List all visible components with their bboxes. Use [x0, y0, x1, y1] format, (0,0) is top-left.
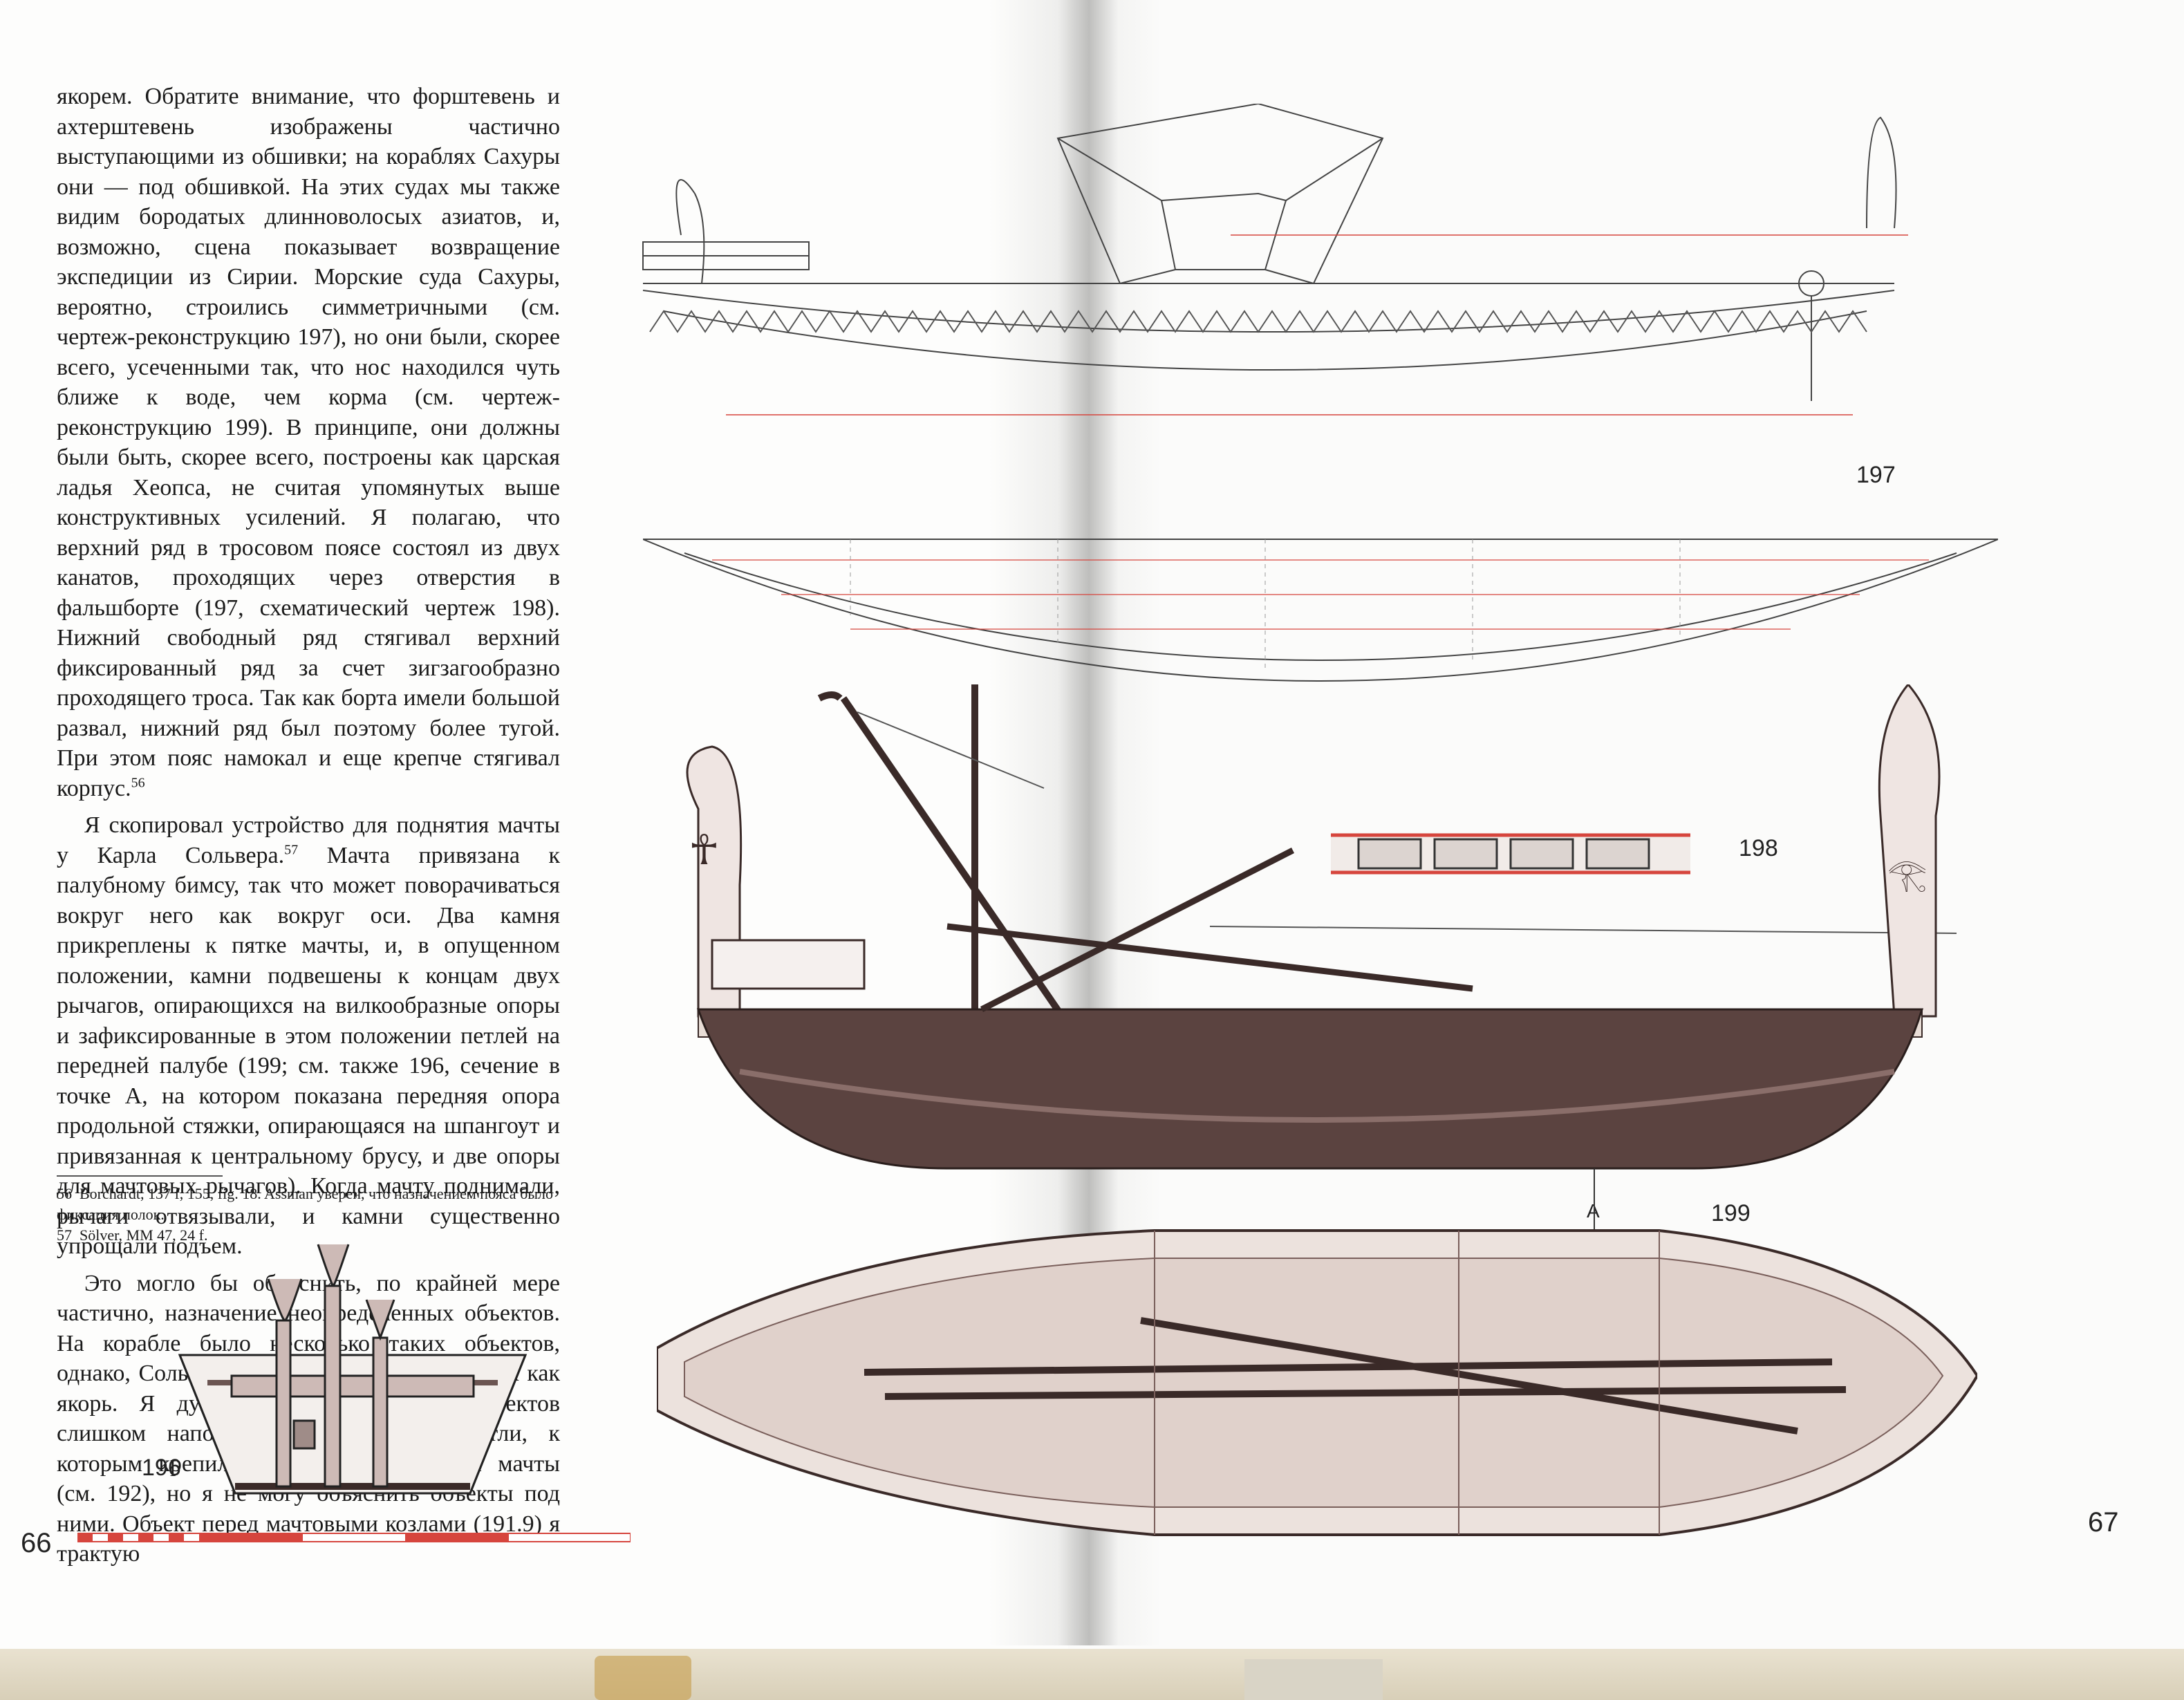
figure-199-plan-view: [657, 1229, 1977, 1536]
page-ruler: [77, 1533, 631, 1542]
footnote-divider: [57, 1175, 223, 1177]
paragraph: якорем. Обратите внимание, что форштевен…: [57, 82, 560, 803]
ankh-icon: ☥: [689, 827, 720, 873]
scan-edge-artifact: [595, 1656, 691, 1700]
scan-bottom-edge: [0, 1649, 2184, 1700]
figure-label-196: 196: [142, 1455, 181, 1481]
paragraph: Я скопировал устройство для поднятия мач…: [57, 810, 560, 1262]
scan-edge-artifact: [1244, 1659, 1383, 1700]
figure-label-198: 198: [1739, 835, 1778, 861]
figure-label-199: 199: [1711, 1200, 1751, 1226]
footnote-ref: 56: [131, 775, 145, 791]
page-number-left: 66: [21, 1528, 52, 1558]
footnotes: 56 Borchardt, 137 f, 155, fig. 18. Assma…: [57, 1184, 560, 1246]
section-marker-a: A: [1587, 1200, 1600, 1222]
figure-197-plan-view: [643, 539, 1998, 682]
figure-196-cross-section: [178, 1244, 528, 1495]
page-number-right: 67: [2088, 1507, 2119, 1538]
footnote-text: Borchardt, 137 f, 155, fig. 18. Assman у…: [57, 1185, 554, 1223]
paragraph-text-continued: Мачта привязана к палубному бимсу, так ч…: [57, 842, 561, 1260]
figure-199-side-view: ☥ 𓂀: [686, 684, 1957, 1170]
figure-198-rope-detail: [1331, 833, 1690, 875]
section-line-a: [1594, 1168, 1595, 1258]
footnote-number: 57: [57, 1226, 72, 1244]
footnote-ref: 57: [284, 842, 299, 858]
paragraph-text: якорем. Обратите внимание, что форштевен…: [57, 84, 560, 801]
figure-197-side-elevation: [642, 104, 1908, 415]
paragraph-text: Я скопировал устройство для поднятия мач…: [57, 812, 560, 868]
footnote-text: Sölver, MM 47, 24 f.: [80, 1226, 208, 1244]
footnote: 57 Sölver, MM 47, 24 f.: [57, 1225, 560, 1246]
footnote: 56 Borchardt, 137 f, 155, fig. 18. Assma…: [57, 1184, 560, 1225]
footnote-number: 56: [57, 1185, 72, 1202]
eye-icon: 𓂀: [1887, 856, 1927, 892]
figure-label-197: 197: [1856, 462, 1896, 488]
